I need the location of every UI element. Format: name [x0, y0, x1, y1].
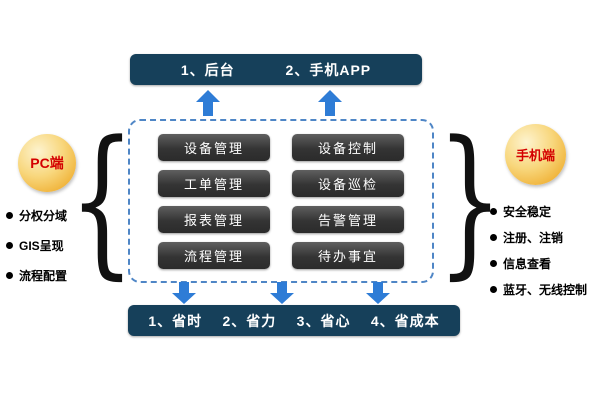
mobile-feature: 信息查看 — [490, 255, 587, 272]
module-alarm-management: 告警管理 — [292, 205, 404, 233]
bullet-icon — [490, 286, 497, 293]
top-bar-item-mobile-app: 2、手机APP — [285, 61, 372, 78]
module-process-management: 流程管理 — [158, 241, 270, 269]
module-workorder-management: 工单管理 — [158, 169, 270, 197]
modules-panel: 设备管理 设备控制 工单管理 设备巡检 报表管理 告警管理 流程管理 待办事宜 — [128, 119, 434, 283]
bullet-icon — [490, 208, 497, 215]
mobile-feature: 注册、注销 — [490, 229, 587, 246]
mobile-feature-label: 注册、注销 — [503, 231, 564, 245]
bullet-icon — [490, 260, 497, 267]
right-brace: } — [436, 105, 504, 295]
pc-feature-list: 分权分域 GIS呈现 流程配置 — [6, 207, 67, 284]
top-output-bar: 1、后台 2、手机APP — [130, 54, 422, 85]
bullet-icon — [6, 242, 13, 249]
mobile-feature: 蓝牙、无线控制 — [490, 281, 587, 298]
down-arrow-icon — [172, 282, 196, 306]
mobile-feature: 安全稳定 — [490, 203, 587, 220]
mobile-feature-label: 蓝牙、无线控制 — [503, 283, 588, 297]
left-brace: { — [68, 105, 136, 295]
mobile-feature-list: 安全稳定 注册、注销 信息查看 蓝牙、无线控制 — [490, 203, 587, 298]
module-device-control: 设备控制 — [292, 133, 404, 161]
up-arrow-icon — [318, 90, 342, 116]
pc-feature-label: 分权分域 — [19, 209, 68, 223]
down-arrow-icon — [366, 282, 390, 306]
benefit-save-effort: 2、省力 — [222, 312, 277, 329]
up-arrow-icon — [196, 90, 220, 116]
bullet-icon — [6, 212, 13, 219]
bullet-icon — [6, 272, 13, 279]
benefit-save-time: 1、省时 — [148, 312, 203, 329]
pc-feature: GIS呈现 — [6, 237, 67, 254]
down-arrow-icon — [270, 282, 294, 306]
module-device-management: 设备管理 — [158, 133, 270, 161]
mobile-feature-label: 信息查看 — [503, 257, 552, 271]
pc-feature-label: 流程配置 — [19, 269, 68, 283]
mobile-badge: 手机端 — [505, 124, 566, 185]
benefit-save-worry: 3、省心 — [296, 312, 351, 329]
bullet-icon — [490, 234, 497, 241]
pc-feature-label: GIS呈现 — [19, 239, 64, 253]
benefit-save-cost: 4、省成本 — [370, 312, 440, 329]
module-todo-items: 待办事宜 — [292, 241, 404, 269]
module-report-management: 报表管理 — [158, 205, 270, 233]
module-device-inspection: 设备巡检 — [292, 169, 404, 197]
pc-feature: 分权分域 — [6, 207, 67, 224]
mobile-feature-label: 安全稳定 — [503, 205, 552, 219]
bottom-benefits-bar: 1、省时 2、省力 3、省心 4、省成本 — [128, 305, 460, 336]
pc-badge: PC端 — [18, 134, 76, 192]
top-bar-item-backend: 1、后台 — [180, 61, 235, 78]
pc-feature: 流程配置 — [6, 267, 67, 284]
